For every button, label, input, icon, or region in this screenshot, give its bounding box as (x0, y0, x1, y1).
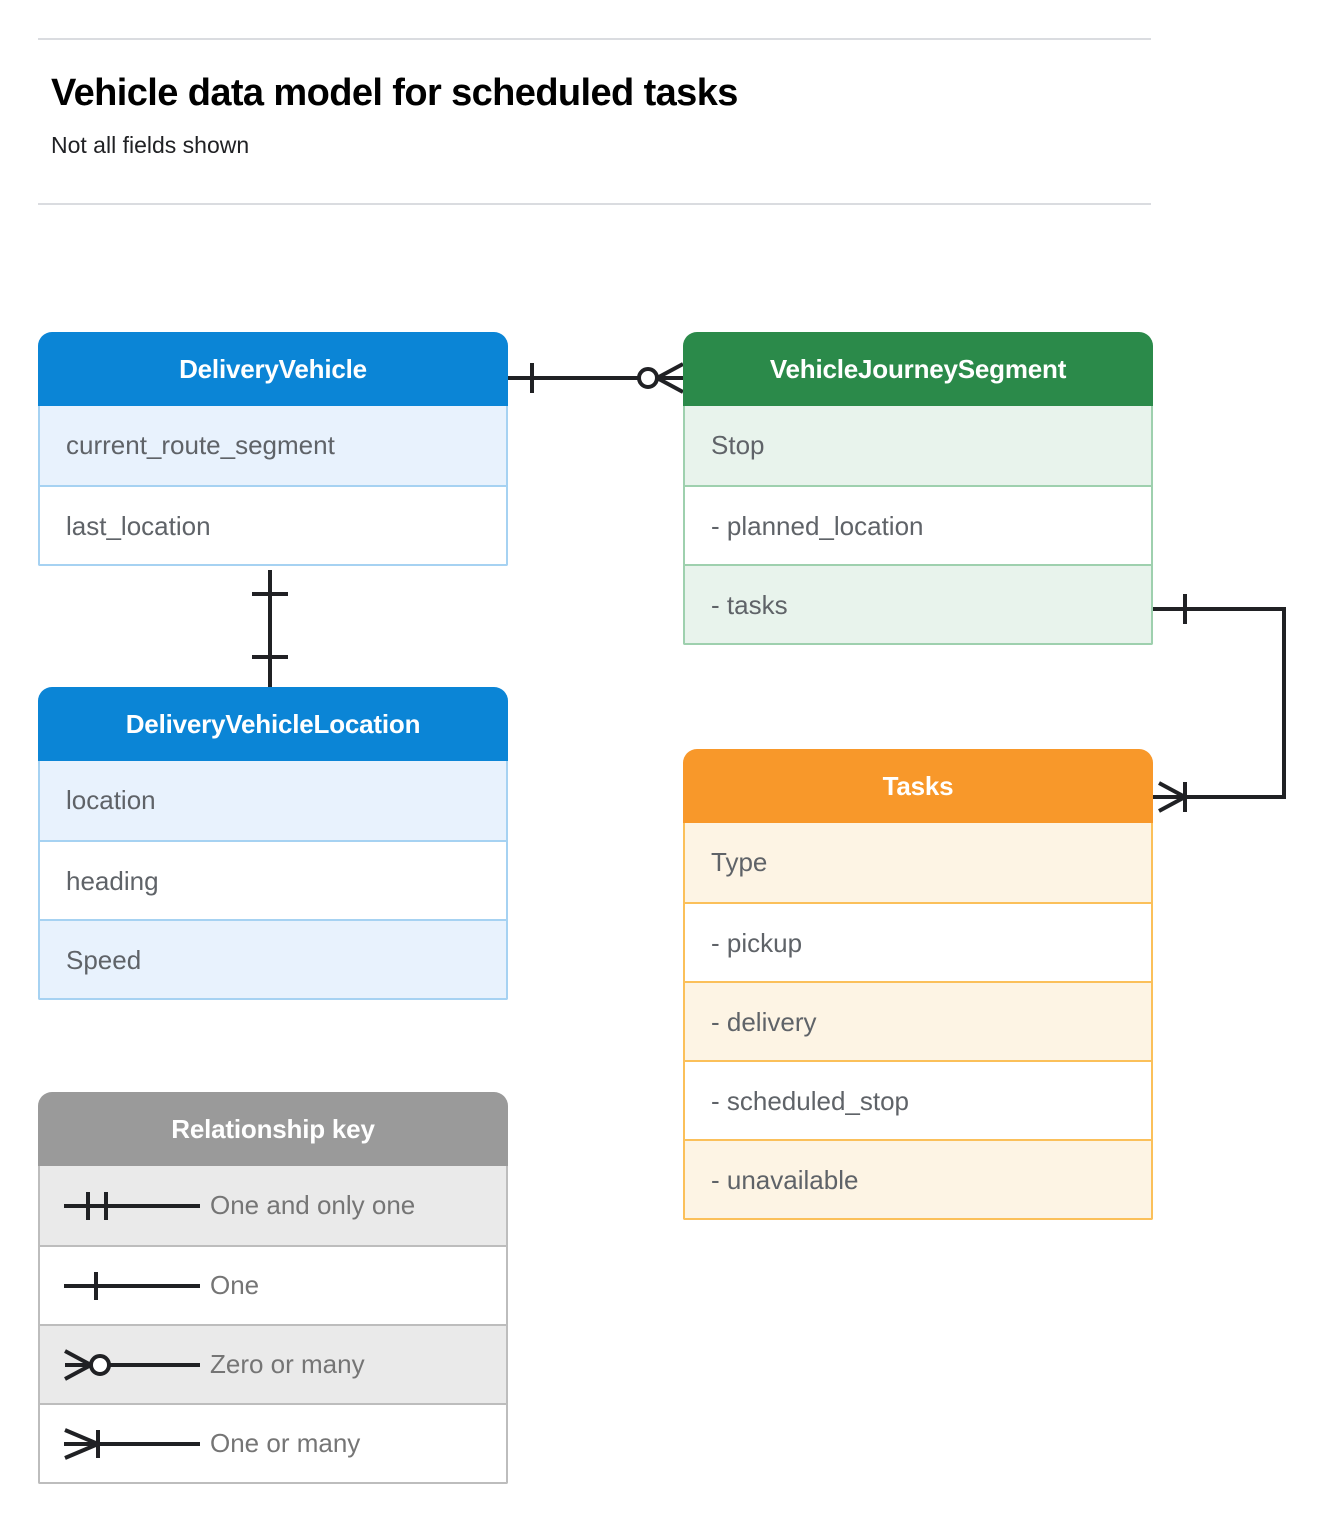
entity-delivery-vehicle[interactable]: DeliveryVehicle current_route_segment la… (38, 332, 508, 566)
field-row: current_route_segment (40, 406, 506, 485)
entity-delivery-vehicle-fields: current_route_segment last_location (38, 406, 508, 566)
zero-or-many-symbol-icon (40, 1345, 210, 1385)
entity-vehicle-journey-segment-title: VehicleJourneySegment (683, 332, 1153, 406)
legend-item-label: Zero or many (210, 1349, 365, 1379)
entity-delivery-vehicle-location[interactable]: DeliveryVehicleLocation location heading… (38, 687, 508, 1000)
legend-item-label: One and only one (210, 1190, 416, 1220)
page-subtitle: Not all fields shown (51, 132, 250, 158)
field-row: Speed (40, 919, 506, 998)
one-symbol-icon (40, 1266, 210, 1306)
entity-vehicle-journey-segment[interactable]: VehicleJourneySegment Stop - planned_loc… (683, 332, 1153, 645)
connector-vehicle-to-vehicle-location (252, 570, 288, 687)
one-or-many-symbol-icon (40, 1424, 210, 1464)
legend-item-one-and-only-one: One and only one (40, 1166, 506, 1245)
entity-delivery-vehicle-title: DeliveryVehicle (38, 332, 508, 406)
legend-item-label: One (210, 1270, 260, 1300)
field-row: Type (685, 823, 1151, 902)
one-and-only-one-symbol-icon (40, 1186, 210, 1226)
connector-journey-tasks-to-tasks (1153, 594, 1286, 813)
field-row: - pickup (685, 902, 1151, 981)
entity-delivery-vehicle-location-fields: location heading Speed (38, 761, 508, 1000)
field-row: - planned_location (685, 485, 1151, 564)
legend-item-zero-or-many: Zero or many (40, 1324, 506, 1403)
field-row: last_location (40, 485, 506, 564)
entity-tasks-title: Tasks (683, 749, 1153, 823)
connector-vehicle-to-journey-segment (508, 362, 684, 394)
field-row: Stop (685, 406, 1151, 485)
field-row: - unavailable (685, 1139, 1151, 1218)
header-divider-top (38, 38, 1151, 40)
legend-item-one: One (40, 1245, 506, 1324)
field-row: heading (40, 840, 506, 919)
header-divider-bottom (38, 203, 1151, 205)
field-row: - tasks (685, 564, 1151, 643)
entity-vehicle-journey-segment-fields: Stop - planned_location - tasks (683, 406, 1153, 645)
entity-tasks-fields: Type - pickup - delivery - scheduled_sto… (683, 823, 1153, 1220)
legend-item-one-or-many: One or many (40, 1403, 506, 1482)
field-row: - delivery (685, 981, 1151, 1060)
legend-item-label: One or many (210, 1428, 361, 1458)
entity-tasks[interactable]: Tasks Type - pickup - delivery - schedul… (683, 749, 1153, 1220)
relationship-key-title: Relationship key (38, 1092, 508, 1166)
relationship-key-rows: One and only one One (38, 1166, 508, 1484)
field-row: - scheduled_stop (685, 1060, 1151, 1139)
field-row: location (40, 761, 506, 840)
relationship-key-legend: Relationship key One and only one (38, 1092, 508, 1484)
page-title: Vehicle data model for scheduled tasks (51, 72, 738, 114)
entity-delivery-vehicle-location-title: DeliveryVehicleLocation (38, 687, 508, 761)
